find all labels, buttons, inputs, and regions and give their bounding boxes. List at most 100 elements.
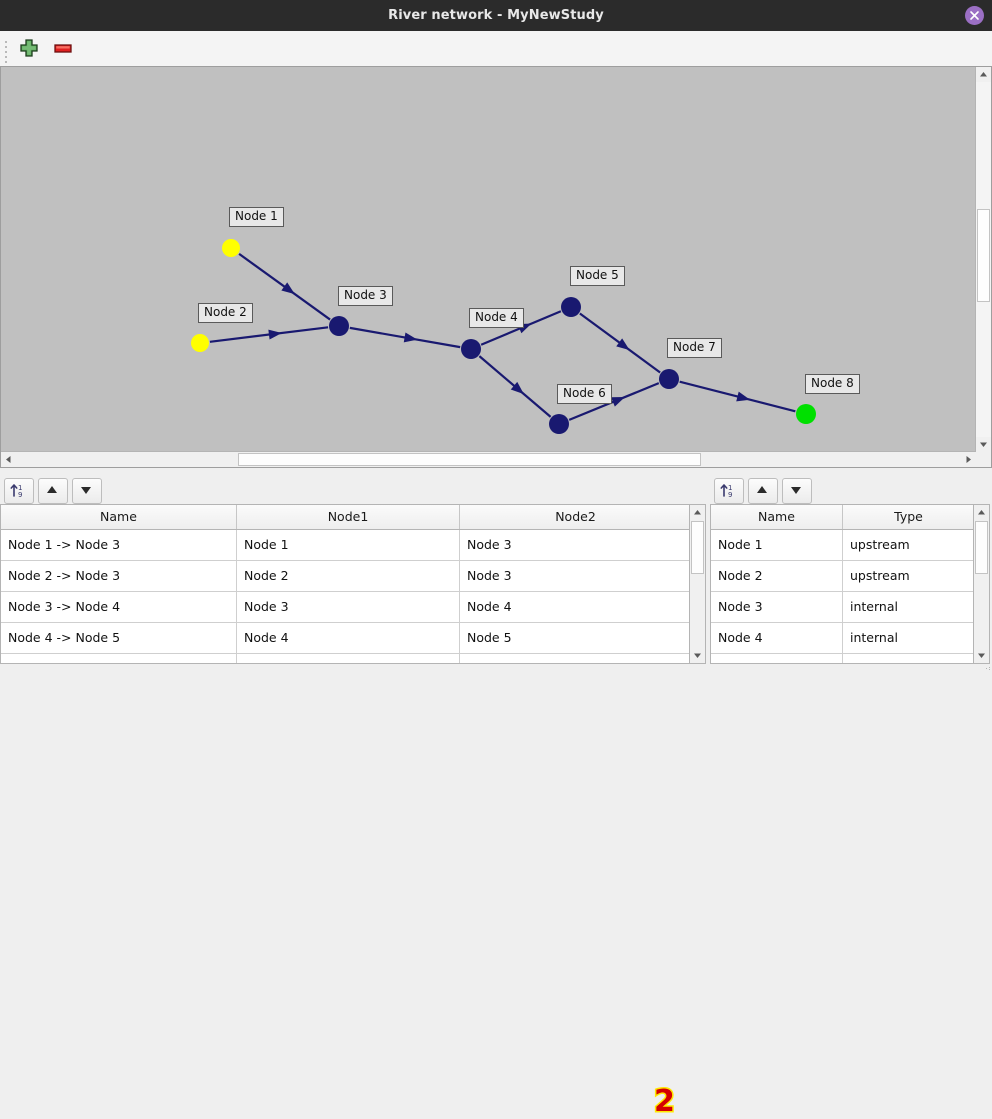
scroll-up-icon[interactable] <box>976 67 991 82</box>
nodes-cell-empty[interactable] <box>843 654 974 663</box>
toolbar <box>0 31 992 67</box>
links-cell[interactable]: Node 1 <box>237 530 460 560</box>
table-row-empty[interactable] <box>711 654 989 663</box>
graph-horizontal-scrollbar[interactable] <box>1 451 976 467</box>
links-move-up-button[interactable] <box>38 478 68 504</box>
nodes-cell[interactable]: Node 2 <box>711 561 843 591</box>
graph-node-label-n2[interactable]: Node 2 <box>198 303 253 323</box>
graph-node-label-n1[interactable]: Node 1 <box>229 207 284 227</box>
graph-node-label-n4[interactable]: Node 4 <box>469 308 524 328</box>
links-column-header[interactable]: Node2 <box>555 509 596 524</box>
table-row[interactable]: Node 1 upstream <box>711 530 989 561</box>
nodes-column-header[interactable]: Type <box>894 509 923 524</box>
nodes-cell[interactable]: internal <box>850 599 898 614</box>
links-sort-button[interactable]: 1 9 <box>4 478 34 504</box>
close-icon[interactable] <box>965 6 984 25</box>
links-cell[interactable]: Node 4 <box>467 599 512 614</box>
graph-node-n2[interactable] <box>191 334 209 352</box>
nodes-move-down-button[interactable] <box>782 478 812 504</box>
nodes-cell[interactable]: upstream <box>850 537 910 552</box>
links-cell[interactable]: Node 4 <box>237 623 460 653</box>
graph-canvas[interactable]: Node 1 Node 2 Node 3 Node 4 Node 5 Node 6 Node… <box>1 67 964 453</box>
graph-node-label-n5[interactable]: Node 5 <box>570 266 625 286</box>
splitter-grip <box>486 471 506 486</box>
graph-node-n3[interactable] <box>329 316 349 336</box>
nodes-sort-button[interactable]: 1 9 <box>714 478 744 504</box>
nodes-scroll-thumb[interactable] <box>975 521 988 574</box>
links-scroll-up-icon[interactable] <box>690 505 705 520</box>
links-cell-empty[interactable] <box>460 654 691 663</box>
links-column-header[interactable]: Name <box>1 505 237 529</box>
graph-node-n4[interactable] <box>461 339 481 359</box>
links-table-scrollbar[interactable] <box>689 505 705 663</box>
nodes-move-up-button[interactable] <box>748 478 778 504</box>
graph-edge-arrow-icon <box>281 282 295 295</box>
nodes-column-header[interactable]: Name <box>711 505 843 529</box>
window-resize-grip[interactable] <box>983 667 990 674</box>
scroll-right-icon[interactable] <box>961 452 976 467</box>
graph-edge-arrow-icon <box>611 397 625 407</box>
nodes-cell[interactable]: upstream <box>850 568 910 583</box>
graph-hscroll-thumb[interactable] <box>238 453 701 466</box>
links-cell-empty[interactable] <box>237 654 460 663</box>
graph-node-label-n3[interactable]: Node 3 <box>338 286 393 306</box>
links-cell[interactable]: Node 2 -> Node 3 <box>1 561 237 591</box>
scroll-down-icon[interactable] <box>976 437 991 452</box>
links-cell[interactable]: Node 3 <box>467 537 512 552</box>
graph-node-n1[interactable] <box>222 239 240 257</box>
graph-node-label-n6[interactable]: Node 6 <box>557 384 612 404</box>
graph-node-label-n7[interactable]: Node 7 <box>667 338 722 358</box>
links-cell[interactable]: Node 3 -> Node 4 <box>1 592 237 622</box>
links-column-header[interactable]: Node1 <box>237 505 460 529</box>
graph-node-label-n8[interactable]: Node 8 <box>805 374 860 394</box>
graph-node-n6[interactable] <box>549 414 569 434</box>
links-scroll-thumb[interactable] <box>691 521 704 574</box>
graph-edges <box>209 252 796 421</box>
nodes-table-scrollbar[interactable] <box>973 505 989 663</box>
delete-node-icon[interactable] <box>52 37 76 60</box>
graph-vertical-scrollbar[interactable] <box>975 67 991 452</box>
graph-node-n8[interactable] <box>796 404 816 424</box>
links-cell[interactable]: Node 1 -> Node 3 <box>1 530 237 560</box>
links-cell[interactable]: Node 3 <box>467 568 512 583</box>
nodes-cell[interactable]: Node 1 <box>711 530 843 560</box>
table-row[interactable]: Node 3 internal <box>711 592 989 623</box>
panel-splitter[interactable] <box>0 468 992 486</box>
graph-node-n5[interactable] <box>561 297 581 317</box>
add-node-icon[interactable] <box>18 37 42 60</box>
links-cell[interactable]: Node 4 -> Node 5 <box>1 623 237 653</box>
links-cell[interactable]: Node 3 <box>237 592 460 622</box>
nodes-scroll-up-icon[interactable] <box>974 505 989 520</box>
nodes-cell[interactable]: Node 3 <box>711 592 843 622</box>
table-row[interactable]: Node 4 internal <box>711 623 989 654</box>
graph-vscroll-thumb[interactable] <box>977 209 990 302</box>
links-cell[interactable]: Node 5 <box>467 630 512 645</box>
links-scroll-down-icon[interactable] <box>690 648 705 663</box>
table-row-empty[interactable] <box>1 654 705 663</box>
links-cell-empty[interactable] <box>1 654 237 663</box>
toolbar-grip[interactable] <box>4 38 9 63</box>
nodes-cell[interactable]: internal <box>850 630 898 645</box>
nodes-cell-empty[interactable] <box>711 654 843 663</box>
nodes-cell[interactable]: Node 4 <box>711 623 843 653</box>
graph-node-n7[interactable] <box>659 369 679 389</box>
table-row[interactable]: Node 2 upstream <box>711 561 989 592</box>
graph-nodes[interactable] <box>191 239 816 434</box>
scroll-left-icon[interactable] <box>1 452 16 467</box>
links-cell[interactable]: Node 2 <box>237 561 460 591</box>
nodes-table-header: Name Type <box>711 505 989 530</box>
graph-edge-arrow-icon <box>736 391 751 402</box>
links-move-down-button[interactable] <box>72 478 102 504</box>
graph-view[interactable]: Node 1 Node 2 Node 3 Node 4 Node 5 Node 6 Node… <box>0 66 992 468</box>
nodes-scroll-down-icon[interactable] <box>974 648 989 663</box>
